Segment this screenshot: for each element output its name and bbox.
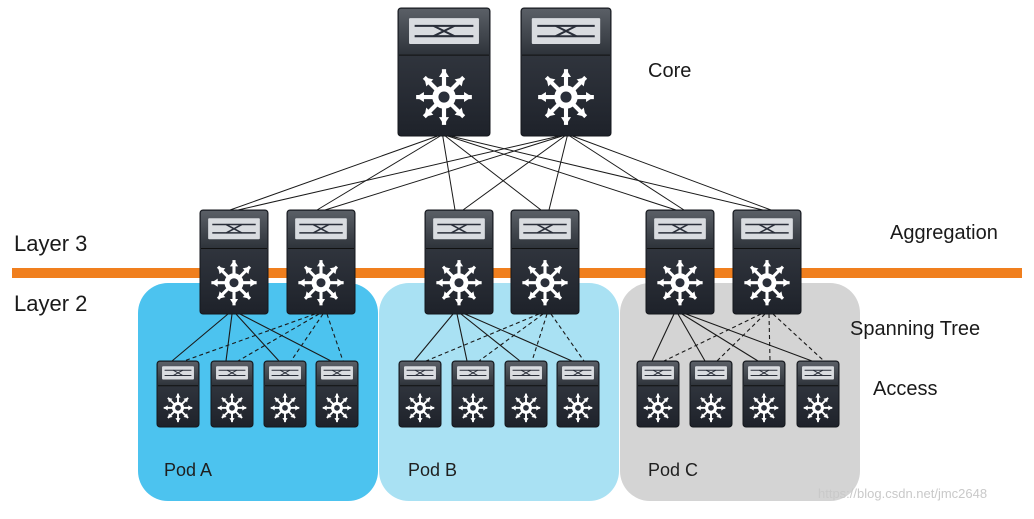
aggregation-label: Aggregation <box>890 222 998 244</box>
pod-a-background <box>138 283 378 501</box>
access-switch <box>504 360 548 428</box>
access-switch <box>689 360 733 428</box>
forwarding-link <box>456 313 468 362</box>
pod-b-background <box>379 283 619 501</box>
access-switch <box>263 360 307 428</box>
pod-a-label: Pod A <box>164 460 213 480</box>
access-switch <box>398 360 442 428</box>
core-aggregation-link <box>462 135 566 211</box>
aggregation-switch <box>645 209 715 315</box>
forwarding-link <box>239 313 332 362</box>
forwarding-link <box>651 313 675 362</box>
forwarding-link <box>681 313 759 362</box>
blocked-link <box>531 313 548 362</box>
core-aggregation-link <box>569 135 685 211</box>
blocked-link <box>183 313 316 362</box>
pod-backgrounds <box>138 283 860 501</box>
forwarding-link <box>685 313 813 362</box>
aggregation-switch <box>732 209 802 315</box>
access-switch <box>556 360 600 428</box>
access-switch <box>210 360 254 428</box>
forwarding-link <box>464 313 573 362</box>
pod-c-label: Pod C <box>648 460 699 480</box>
access-switch <box>451 360 495 428</box>
core-aggregation-link <box>229 135 438 211</box>
devices <box>156 7 840 428</box>
blocked-link <box>550 313 585 362</box>
core-aggregation-link <box>444 135 542 211</box>
layer2-label: Layer 2 <box>14 291 88 316</box>
access-switch <box>315 360 359 428</box>
blocked-link <box>478 313 544 362</box>
aggregation-switch <box>286 209 356 315</box>
blocked-link <box>772 313 825 362</box>
access-switch <box>636 360 680 428</box>
core-switch <box>520 7 612 137</box>
aggregation-switch <box>424 209 494 315</box>
access-label: Access <box>873 378 938 400</box>
forwarding-link <box>413 313 454 362</box>
forwarding-link <box>171 313 229 362</box>
pod-b-label: Pod B <box>408 460 458 480</box>
access-switch <box>796 360 840 428</box>
spanning-tree-label: Spanning Tree <box>850 318 981 340</box>
forwarding-link <box>460 313 521 362</box>
blocked-link <box>326 313 344 362</box>
forwarding-link <box>677 313 706 362</box>
layer3-label: Layer 3 <box>14 231 88 256</box>
links <box>171 135 825 362</box>
blocked-link <box>425 313 540 362</box>
core-aggregation-link <box>442 135 456 211</box>
core-aggregation-link <box>324 135 563 211</box>
blocked-link <box>768 313 771 362</box>
core-aggregation-link <box>548 135 568 211</box>
blocked-link <box>663 313 762 362</box>
core-switch <box>397 7 491 137</box>
forwarding-link <box>235 313 280 362</box>
access-switch <box>156 360 200 428</box>
core-aggregation-link <box>447 135 677 211</box>
core-aggregation-link <box>450 135 764 211</box>
pod-c-background <box>620 283 860 501</box>
core-aggregation-link <box>237 135 560 211</box>
aggregation-switch <box>510 209 580 315</box>
blocked-link <box>237 313 320 362</box>
blocked-link <box>290 313 324 362</box>
forwarding-link <box>225 313 233 362</box>
core-aggregation-link <box>572 135 772 211</box>
core-label: Core <box>648 60 692 82</box>
watermark: https://blog.csdn.net/jmc2648 <box>818 486 988 501</box>
aggregation-switch <box>199 209 269 315</box>
access-switch <box>742 360 786 428</box>
core-aggregation-link <box>316 135 441 211</box>
